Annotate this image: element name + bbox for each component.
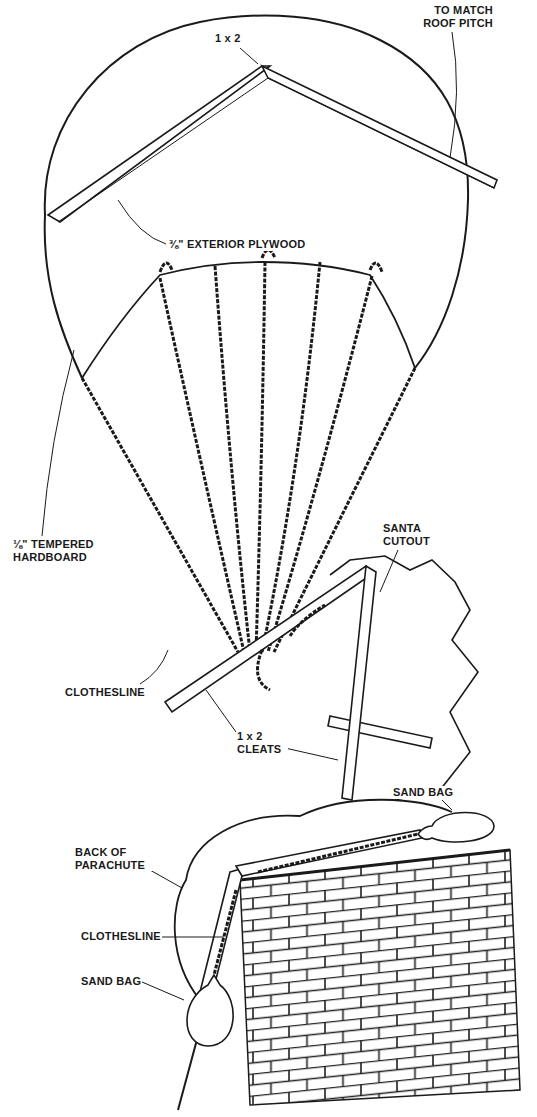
plywood-board [48, 66, 270, 222]
clothesline-rope [268, 276, 372, 652]
clothesline-rope [215, 266, 250, 652]
sand-bag [418, 813, 494, 843]
part-label: SAND BAG [392, 786, 454, 799]
backing-board [200, 830, 422, 995]
backing-board [200, 868, 244, 995]
part-label: TO MATCH ROOF PITCH [410, 4, 494, 29]
sand-bag [187, 975, 233, 1046]
part-label: 1 x 2 CLEATS [236, 730, 288, 755]
clothesline-rope [256, 262, 265, 652]
leader-line [140, 650, 168, 684]
parachute-canopy [45, 16, 468, 378]
clothesline-rope [160, 263, 172, 272]
cleat-frame [165, 566, 432, 800]
leader-line [240, 48, 258, 64]
cleat-frame [342, 566, 376, 800]
leader-line [380, 550, 398, 592]
leader-line [285, 748, 338, 760]
clothesline-rope [274, 368, 415, 652]
sand-bag [258, 834, 418, 872]
shingle-roof [240, 850, 520, 1105]
leader-line [118, 200, 166, 244]
cleat-frame [165, 566, 372, 712]
part-label: 1 x 2 [214, 32, 241, 45]
part-label: ⅛" TEMPERED HARDBOARD [12, 538, 112, 563]
leader-line [42, 32, 457, 1000]
leader-line [158, 937, 224, 938]
cleat-frame [290, 605, 325, 636]
shingle-roof [178, 850, 520, 1110]
part-label: CLOTHESLINE [64, 686, 146, 699]
clothesline-rope [370, 263, 382, 272]
sand-bag [187, 813, 494, 1047]
clothesline-rope [82, 378, 238, 652]
leader-line [142, 982, 184, 1000]
plywood-board [262, 66, 497, 188]
santa-cutout [330, 556, 478, 800]
leader-line [442, 800, 452, 810]
leader-line [206, 690, 236, 732]
leader-line [42, 350, 74, 536]
sand-bag [214, 890, 236, 975]
clothesline-rope [262, 250, 275, 258]
backing-board [236, 830, 422, 876]
leader-line [150, 870, 182, 888]
shingle-roof [178, 880, 240, 1110]
parachute-canopy [45, 16, 468, 378]
part-label: SAND BAG [80, 975, 142, 988]
parachute-canopy [82, 262, 415, 378]
cleat-frame [258, 650, 271, 690]
clothesline-rope [262, 262, 320, 652]
leader-line [450, 32, 457, 158]
part-label: SANTA CUTOUT [382, 522, 440, 547]
plywood-board [48, 66, 497, 222]
cleat-frame [328, 716, 432, 748]
part-label: CLOTHESLINE [80, 930, 162, 943]
part-label: BACK OF PARACHUTE [74, 846, 154, 871]
plywood-board [58, 78, 494, 222]
santa-cutout [330, 556, 478, 800]
part-label: ⅜" EXTERIOR PLYWOOD [168, 238, 306, 251]
